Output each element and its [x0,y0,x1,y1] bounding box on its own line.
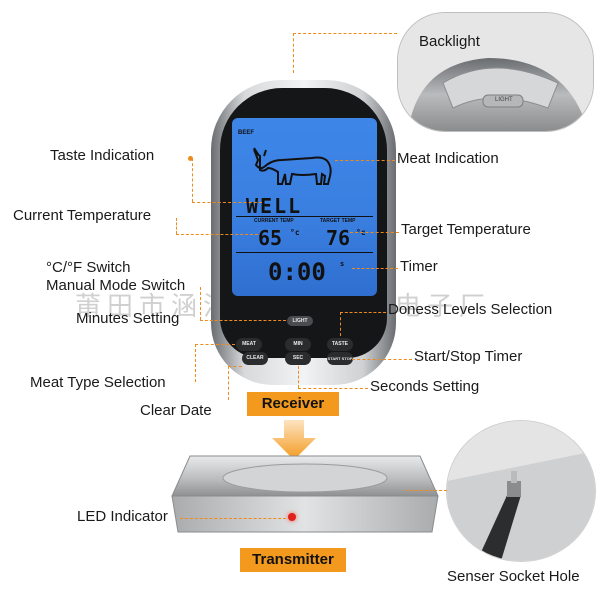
doneness-leader-v [340,312,341,336]
backlight-leader [293,33,397,34]
led-indicator-light [288,513,296,521]
transmitter-banner: Transmitter [240,548,346,572]
inset-light-label: LIGHT [495,97,513,103]
probe-socket-image [447,421,595,561]
doneness-levels-label: Doness Levels Selection [388,301,553,318]
backlight-inset-image [398,13,593,131]
cf-leader-h [200,320,286,321]
meat-button[interactable]: MEAT [236,338,262,351]
meat-type-selection-label: Meat Type Selection [30,374,166,391]
taste-leader-h [192,202,262,203]
lcd-screen: BEEF WELL CURRENT TEMP TARGET TEMP 65 °c… [232,118,377,296]
doneness-leader-h [340,312,386,313]
meat-leader-v [195,344,196,382]
timer-leader [352,268,398,269]
light-button[interactable]: LIGHT [287,316,313,326]
socket-leader [405,490,447,491]
clear-leader-v [228,366,229,400]
meat-type-label: BEEF [238,130,255,136]
backlight-leader-v [293,33,294,73]
start-stop-timer-label: Start/Stop Timer [414,348,523,365]
senser-socket-hole-label: Senser Socket Hole [447,568,580,585]
clear-leader-h [228,366,242,367]
receiver-banner: Receiver [247,392,339,416]
clear-button[interactable]: CLEAR [242,352,268,365]
cf-leader-v [200,287,201,320]
backlight-label: Backlight [419,33,480,50]
cow-icon [252,147,332,185]
meat-leader-h [195,344,235,345]
timer-label: Timer [400,258,438,275]
minutes-setting-label: Minutes Setting [76,310,180,327]
meat-indication-label: Meat Indication [397,150,499,167]
taste-indication-label: Taste Indication [50,147,155,164]
timer-readout: 0:00 [268,258,326,286]
sec-button[interactable]: SEC [285,352,311,365]
down-arrow-icon [272,420,316,460]
current-temp-leader-h [176,234,258,235]
start-stop-leader [352,359,412,360]
target-temp-readout: 76 [326,226,351,250]
manual-mode-switch-label: Manual Mode Switch [46,277,186,294]
target-temperature-label: Target Temperature [401,221,531,238]
taste-leader-dot [188,156,193,161]
clear-date-label: Clear Date [140,402,212,419]
taste-leader-v [192,158,193,202]
current-temp-leader-v [176,218,177,234]
led-leader [180,518,286,519]
seconds-setting-label: Seconds Setting [370,378,480,395]
doneness-readout: WELL [246,194,303,218]
timer-suffix: s [340,260,345,268]
lcd-divider-2 [236,252,373,253]
current-temperature-label: Current Temperature [13,207,152,224]
current-temp-readout: 65 [258,226,283,250]
target-temp-leader [350,232,399,233]
seconds-leader-v [298,366,299,388]
current-temp-unit: °c [290,228,300,237]
led-indicator-label: LED Indicator [77,508,168,525]
taste-button[interactable]: TASTE [327,338,353,351]
start-stop-button[interactable]: START STOP [327,352,353,365]
socket-inset [446,420,596,562]
meat-indication-leader [335,160,395,161]
cf-switch-label: °C/°F Switch [46,259,131,276]
seconds-leader-h [298,388,368,389]
current-temp-label: CURRENT TEMP [254,218,294,224]
backlight-inset: Backlight LIGHT [397,12,594,132]
target-temp-label: TARGET TEMP [320,218,356,224]
min-button[interactable]: MIN [285,338,311,351]
lcd-divider-1 [236,216,373,217]
transmitter-base [171,455,439,533]
